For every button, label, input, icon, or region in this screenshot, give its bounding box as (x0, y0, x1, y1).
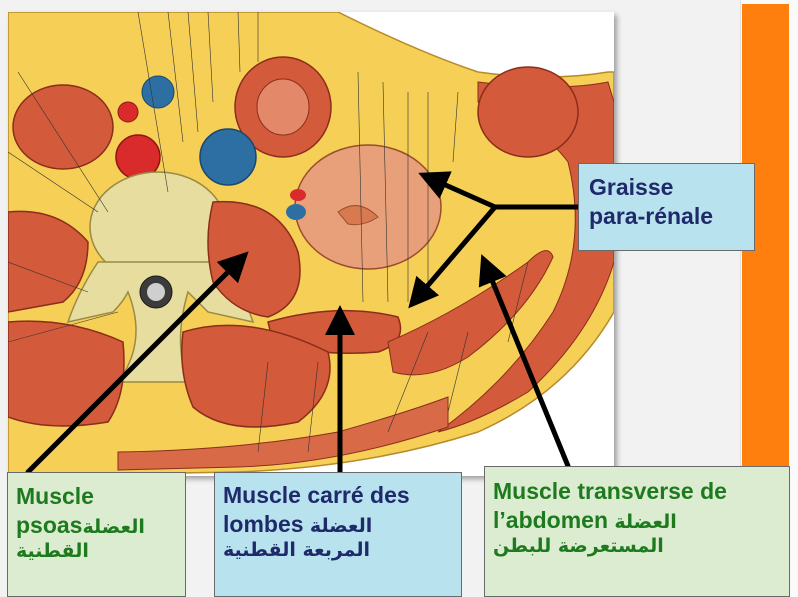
carre-line1: Muscle carré des (223, 482, 410, 508)
label-muscle-transverse-abdomen: Muscle transverse de l’abdomen العضلة ال… (484, 466, 790, 597)
artery-small (117, 101, 139, 123)
carre-ar-line2: المربعة القطنية (223, 538, 371, 561)
graisse-line1: Graisse (589, 174, 674, 200)
bowel-lumen (256, 78, 310, 136)
transverse-line2: l’abdomen العضلة (493, 506, 781, 535)
graisse-line2: para-rénale (589, 202, 714, 229)
psoas-fr-line2: psoas (16, 511, 83, 538)
label-muscle-psoas: Muscle psoasالعضلة القطنية (7, 472, 186, 597)
psoas-line1: Muscle (16, 483, 94, 509)
label-muscle-carre-des-lombes: Muscle carré des lombes العضلة المربعة ا… (214, 472, 462, 597)
vein-small (141, 75, 175, 109)
carre-ar-line1: العضلة (309, 514, 373, 537)
spinal-cord (147, 283, 165, 301)
cross-section-drawing (8, 12, 614, 476)
transverse-fr-line2: l’abdomen (493, 506, 609, 533)
carre-fr-line2: lombes (223, 510, 304, 537)
psoas-ar-line2: القطنية (16, 539, 89, 562)
renal-artery (290, 189, 306, 201)
transverse-ar-line1: العضلة (614, 510, 677, 533)
label-graisse-para-renale: Graisse para-rénale (578, 163, 755, 251)
transverse-line1: Muscle transverse de (493, 478, 727, 504)
erector-spinae-left (8, 320, 125, 427)
renal-vein (286, 204, 306, 220)
inferior-vena-cava (199, 128, 257, 186)
carre-line2: lombes العضلة (223, 510, 453, 539)
renal-hilum (337, 205, 379, 226)
bowel-loop-left (12, 84, 114, 170)
psoas-ar-line1: العضلة (82, 515, 145, 538)
psoas-line2: psoasالعضلة (16, 511, 177, 540)
leader-lines (8, 12, 529, 453)
colon-loop (477, 66, 579, 158)
kidney (294, 144, 442, 270)
anatomy-cross-section-illustration (8, 12, 614, 476)
transverse-ar-line2: المستعرضة للبطن (493, 534, 664, 557)
